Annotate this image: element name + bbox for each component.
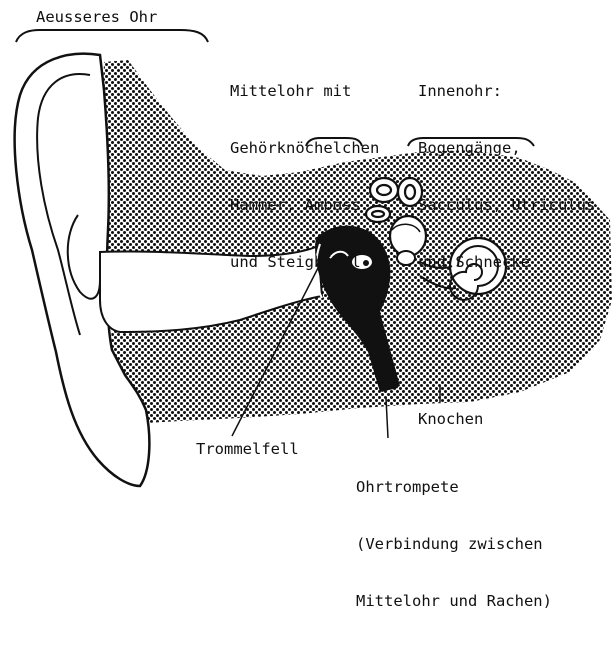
label-middle-ear-line-3: Hammer, Amboss — [230, 196, 379, 215]
label-inner-ear: Innenohr: Bogengänge, Sacculus, Utriculu… — [418, 44, 595, 310]
label-middle-ear-line-1: Mittelohr mit — [230, 82, 379, 101]
label-eustachian-tube-line-2: (Verbindung zwischen — [356, 535, 552, 554]
label-inner-ear-line-4: und Schnecke — [418, 253, 595, 272]
label-inner-ear-line-2: Bogengänge, — [418, 139, 595, 158]
saccule — [397, 251, 415, 265]
label-eardrum: Trommelfell — [196, 440, 299, 459]
ear-anatomy-diagram: Aeusseres Ohr Mittelohr mit Gehörknöchel… — [0, 0, 616, 499]
label-middle-ear: Mittelohr mit Gehörknöchelchen Hammer, A… — [230, 44, 379, 310]
label-inner-ear-line-3: Sacculus, Utriculus — [418, 196, 595, 215]
label-middle-ear-line-4: und Steigbügel — [230, 253, 379, 272]
label-inner-ear-line-1: Innenohr: — [418, 82, 595, 101]
label-bone: Knochen — [418, 410, 483, 429]
outer-ear-bracket — [16, 30, 208, 42]
label-eustachian-tube: Ohrtrompete (Verbindung zwischen Mittelo… — [356, 440, 552, 649]
label-eustachian-tube-line-3: Mittelohr und Rachen) — [356, 592, 552, 611]
label-middle-ear-line-2: Gehörknöchelchen — [230, 139, 379, 158]
label-eustachian-tube-line-1: Ohrtrompete — [356, 478, 552, 497]
label-outer-ear: Aeusseres Ohr — [36, 8, 157, 27]
